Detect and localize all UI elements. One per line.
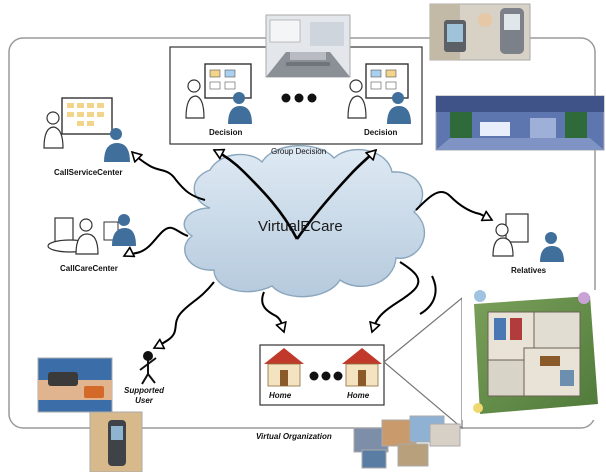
supported-user-figure [139, 351, 157, 385]
handheld-devices-photo [429, 3, 531, 61]
relatives-illustration [492, 213, 564, 262]
arrow-to-call-service-center [132, 152, 206, 201]
cloud-label: VirtualECare [258, 218, 343, 235]
virtualecare-cloud [183, 145, 426, 298]
arrow-to-home-right [372, 261, 420, 332]
decision-right-illustration [347, 63, 411, 124]
call-care-center-label: CallCareCenter [60, 264, 118, 273]
wearable-sensor-photo [37, 357, 113, 413]
arrow-from-bottom-right [419, 275, 437, 315]
home-right-label: Home [347, 391, 370, 400]
mobile-phone-photo [89, 411, 143, 472]
supported-user-label: Supported User [124, 386, 164, 405]
call-service-center-label: CallServiceCenter [54, 168, 123, 177]
smart-home-interior-photo [435, 95, 605, 151]
call-care-center-illustration [47, 214, 136, 255]
arrow-to-decision-right [295, 150, 376, 240]
floor-plan-illustration [462, 290, 600, 420]
decision-left-illustration [185, 63, 252, 124]
arrow-to-home-left [261, 291, 284, 332]
arrow-to-decision-left [214, 150, 299, 240]
arrow-to-relatives [415, 191, 492, 220]
home-left-icon [264, 348, 304, 387]
relatives-label: Relatives [511, 266, 547, 275]
meeting-room-photo [265, 14, 351, 78]
home-left-label: Home [269, 391, 292, 400]
virtual-organization-label: Virtual Organization [256, 432, 332, 441]
decision-left-label: Decision [209, 128, 243, 137]
arrow-to-call-care-center [124, 226, 189, 256]
call-service-center-illustration [43, 97, 130, 162]
arrow-to-supported-user [154, 281, 215, 348]
group-decision-caption: Group Decision [271, 147, 327, 156]
decision-right-label: Decision [364, 128, 398, 137]
care-team-photo-collage [353, 415, 461, 469]
home-right-icon [342, 348, 382, 387]
